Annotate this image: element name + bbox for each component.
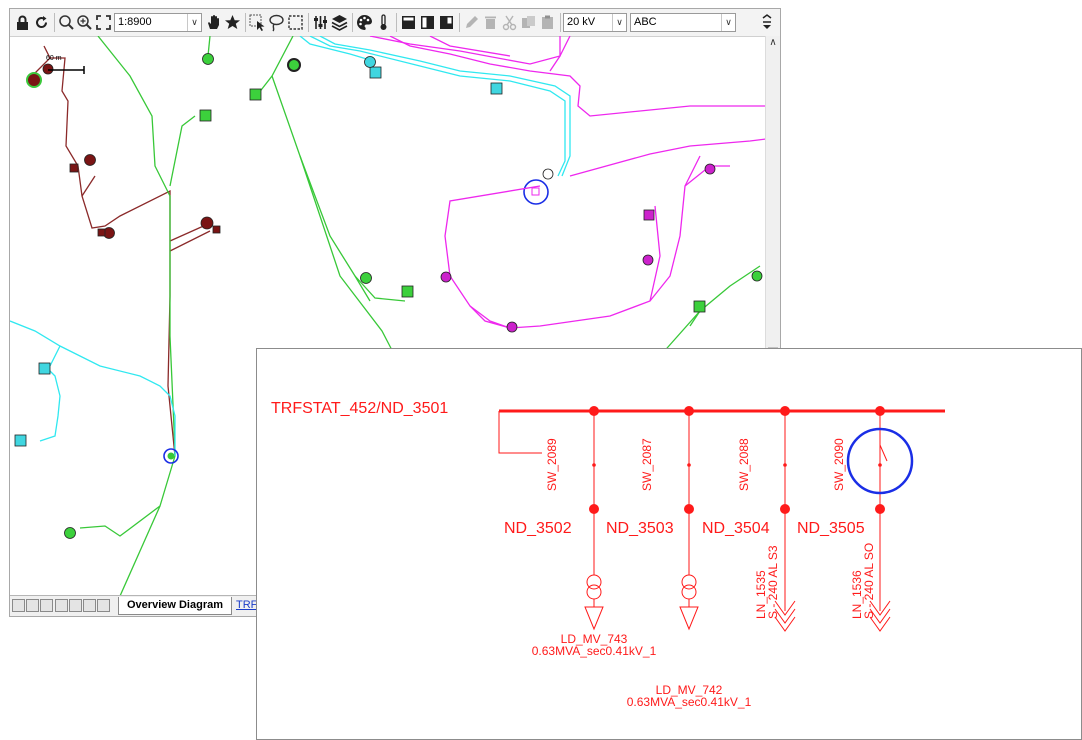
brown-nodes — [26, 63, 221, 239]
load-rating: 0.63MVA_sec0.41kV_1 — [531, 644, 657, 658]
sld-drawing — [498, 406, 945, 632]
window-layout-2-icon[interactable] — [418, 13, 437, 32]
color-palette-icon[interactable] — [355, 13, 374, 32]
zoom-icon[interactable] — [57, 13, 76, 32]
scale-bar-label: 60 m — [46, 55, 62, 62]
switch-label-sw-2089: SW_2089 — [545, 438, 559, 491]
chevron-down-icon[interactable]: ∨ — [187, 14, 201, 31]
node-label-nd-3502: ND_3502 — [504, 520, 572, 537]
scale-combo[interactable]: 1:8900 ∨ — [114, 13, 202, 32]
busbar-label: TRFSTAT_452/ND_3501 — [271, 400, 449, 417]
switch-label-sw-2090: SW_2090 — [832, 438, 846, 491]
layer-settings-icon[interactable] — [311, 13, 330, 32]
switch-sw-2090-symbol — [846, 427, 914, 495]
tab-overview-diagram[interactable]: Overview Diagram — [118, 597, 232, 615]
node-label-nd-3505: ND_3505 — [797, 520, 865, 537]
zoom-in-icon[interactable] — [75, 13, 94, 32]
line-spec-ln-1535: S - 240 AL S3 — [766, 545, 780, 619]
tab-scroll-last-icon[interactable] — [97, 599, 110, 612]
lock-icon[interactable] — [13, 13, 32, 32]
cut-scissors-icon — [500, 13, 519, 32]
rectangle-select-icon[interactable] — [286, 13, 305, 32]
paste-icon — [538, 13, 557, 32]
scroll-up-icon[interactable]: ∧ — [769, 37, 777, 48]
tab-nav-first-icon[interactable] — [12, 599, 25, 612]
tab-list-icon[interactable] — [40, 599, 53, 612]
cyan-feeder-lines — [10, 36, 571, 456]
switch-contacts — [592, 463, 787, 467]
cyan-switch-symbol — [163, 179, 549, 464]
switch-label-sw-2087: SW_2087 — [640, 438, 654, 491]
line-terminations — [774, 600, 891, 632]
select-icon[interactable] — [248, 13, 267, 32]
magenta-feeder-lines — [369, 36, 766, 329]
map-toolbar: 1:8900 ∨ — [10, 9, 780, 37]
delete-icon — [481, 13, 500, 32]
switch-label-sw-2088: SW_2088 — [737, 438, 751, 491]
toolbar-overflow-icon[interactable] — [760, 13, 774, 32]
edit-pencil-icon — [462, 13, 481, 32]
cyan-nodes — [14, 56, 554, 447]
window-layout-3-icon[interactable] — [437, 13, 456, 32]
lasso-select-icon[interactable] — [267, 13, 286, 32]
tab-nav-prev-icon[interactable] — [26, 599, 39, 612]
fit-extent-icon[interactable] — [94, 13, 113, 32]
node-label-nd-3503: ND_3503 — [606, 520, 674, 537]
chevron-down-icon[interactable]: ∨ — [721, 14, 735, 31]
voltage-combo[interactable]: 20 kV ∨ — [563, 13, 627, 32]
copy-icon — [519, 13, 538, 32]
tab-scroll-prev-icon[interactable] — [69, 599, 82, 612]
load-name: LD_MV_742 — [655, 683, 723, 697]
single-line-diagram-window: TRFSTAT_452/ND_3501 SW_2089 SW_2087 SW_2… — [256, 348, 1082, 740]
load-rating: 0.63MVA_sec0.41kV_1 — [626, 695, 752, 709]
map-canvas[interactable]: 60 m — [10, 36, 766, 596]
network-map: 60 m — [10, 36, 766, 596]
scale-value: 1:8900 — [118, 16, 152, 28]
voltage-value: 20 kV — [567, 16, 596, 28]
window-layout-1-icon[interactable] — [399, 13, 418, 32]
load-ld-mv-743: LD_MV_743 0.63MVA_sec0.41kV_1 — [504, 633, 684, 657]
label-style-combo[interactable]: ABC ∨ — [630, 13, 736, 32]
refresh-icon[interactable] — [32, 13, 51, 32]
node-junctions — [589, 504, 885, 514]
scale-bar: 60 m — [46, 55, 85, 74]
node-label-nd-3504: ND_3504 — [702, 520, 770, 537]
load-name: LD_MV_743 — [560, 632, 628, 646]
load-ld-mv-742: LD_MV_742 0.63MVA_sec0.41kV_1 — [599, 684, 779, 708]
chevron-down-icon[interactable]: ∨ — [612, 14, 626, 31]
magenta-nodes — [440, 163, 716, 333]
busbar-loop — [498, 411, 542, 454]
line-spec-ln-1536: S - 240 AL SO — [862, 542, 876, 619]
label-style-value: ABC — [634, 16, 657, 28]
green-feeder-lines — [79, 36, 761, 596]
green-nodes — [64, 53, 763, 539]
favorite-star-icon[interactable] — [223, 13, 242, 32]
tab-scroll-first-icon[interactable] — [55, 599, 68, 612]
layers-icon[interactable] — [330, 13, 349, 32]
load-transformers — [584, 574, 699, 631]
thermometer-icon[interactable] — [374, 13, 393, 32]
pan-hand-icon[interactable] — [204, 13, 223, 32]
tab-scroll-next-icon[interactable] — [83, 599, 96, 612]
brown-feeder-lines — [31, 45, 211, 457]
